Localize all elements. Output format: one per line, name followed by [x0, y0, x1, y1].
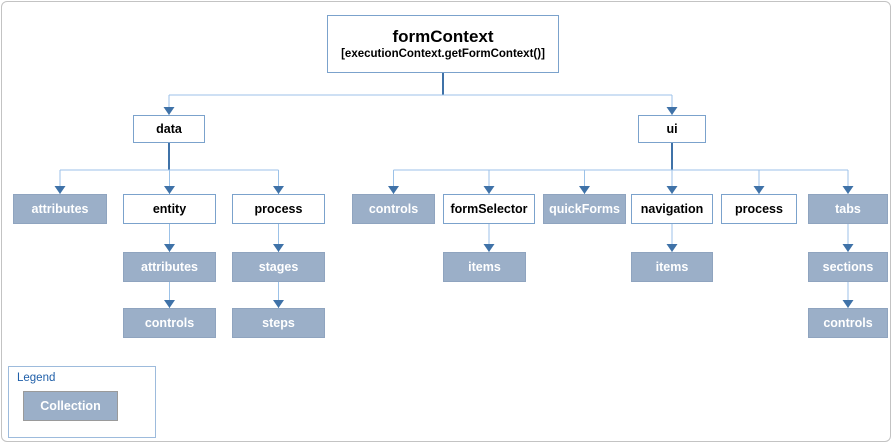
- node-sections[interactable]: sections: [808, 252, 888, 282]
- node-label: tabs: [835, 201, 861, 216]
- node-label: process: [735, 201, 783, 216]
- node-tabs[interactable]: tabs: [808, 194, 888, 224]
- node-sections-controls[interactable]: controls: [808, 308, 888, 338]
- node-formSelector[interactable]: formSelector: [443, 194, 535, 224]
- node-sublabel: [executionContext.getFormContext()]: [341, 48, 545, 61]
- legend-title: Legend: [17, 372, 56, 384]
- node-formSelector-items[interactable]: items: [443, 252, 526, 282]
- node-label: formContext: [392, 26, 494, 46]
- node-ui-controls[interactable]: controls: [352, 194, 435, 224]
- node-ui[interactable]: ui: [638, 115, 706, 143]
- node-label: controls: [144, 315, 195, 330]
- node-label: entity: [152, 201, 187, 216]
- node-label: stages: [258, 259, 299, 274]
- node-label: steps: [262, 315, 295, 330]
- node-navigation-items[interactable]: items: [631, 252, 713, 282]
- node-data[interactable]: data: [133, 115, 205, 143]
- node-stages[interactable]: stages: [232, 252, 325, 282]
- legend-box: Legend Collection: [8, 366, 156, 438]
- node-navigation[interactable]: navigation: [631, 194, 713, 224]
- node-label: sections: [822, 259, 874, 274]
- node-entity-attributes[interactable]: attributes: [123, 252, 216, 282]
- node-label: attributes: [31, 201, 89, 216]
- node-label: ui: [666, 121, 678, 136]
- node-label: process: [254, 201, 303, 216]
- node-label: quickForms: [549, 201, 620, 216]
- node-label: items: [655, 259, 689, 274]
- node-data-process[interactable]: process: [232, 194, 325, 224]
- node-label: attributes: [141, 259, 198, 274]
- node-label: items: [468, 259, 501, 274]
- node-label: formSelector: [450, 201, 528, 216]
- node-root[interactable]: formContext [executionContext.getFormCont…: [327, 15, 559, 73]
- node-quickForms[interactable]: quickForms: [543, 194, 626, 224]
- node-entity-controls[interactable]: controls: [123, 308, 216, 338]
- node-label: controls: [823, 315, 873, 330]
- node-ui-process[interactable]: process: [721, 194, 797, 224]
- node-label: data: [156, 121, 182, 136]
- legend-collection-swatch: Collection: [23, 391, 118, 421]
- node-label: navigation: [640, 201, 704, 216]
- node-label: controls: [368, 201, 419, 216]
- node-data-attributes[interactable]: attributes: [13, 194, 107, 224]
- node-steps[interactable]: steps: [232, 308, 325, 338]
- node-entity[interactable]: entity: [123, 194, 216, 224]
